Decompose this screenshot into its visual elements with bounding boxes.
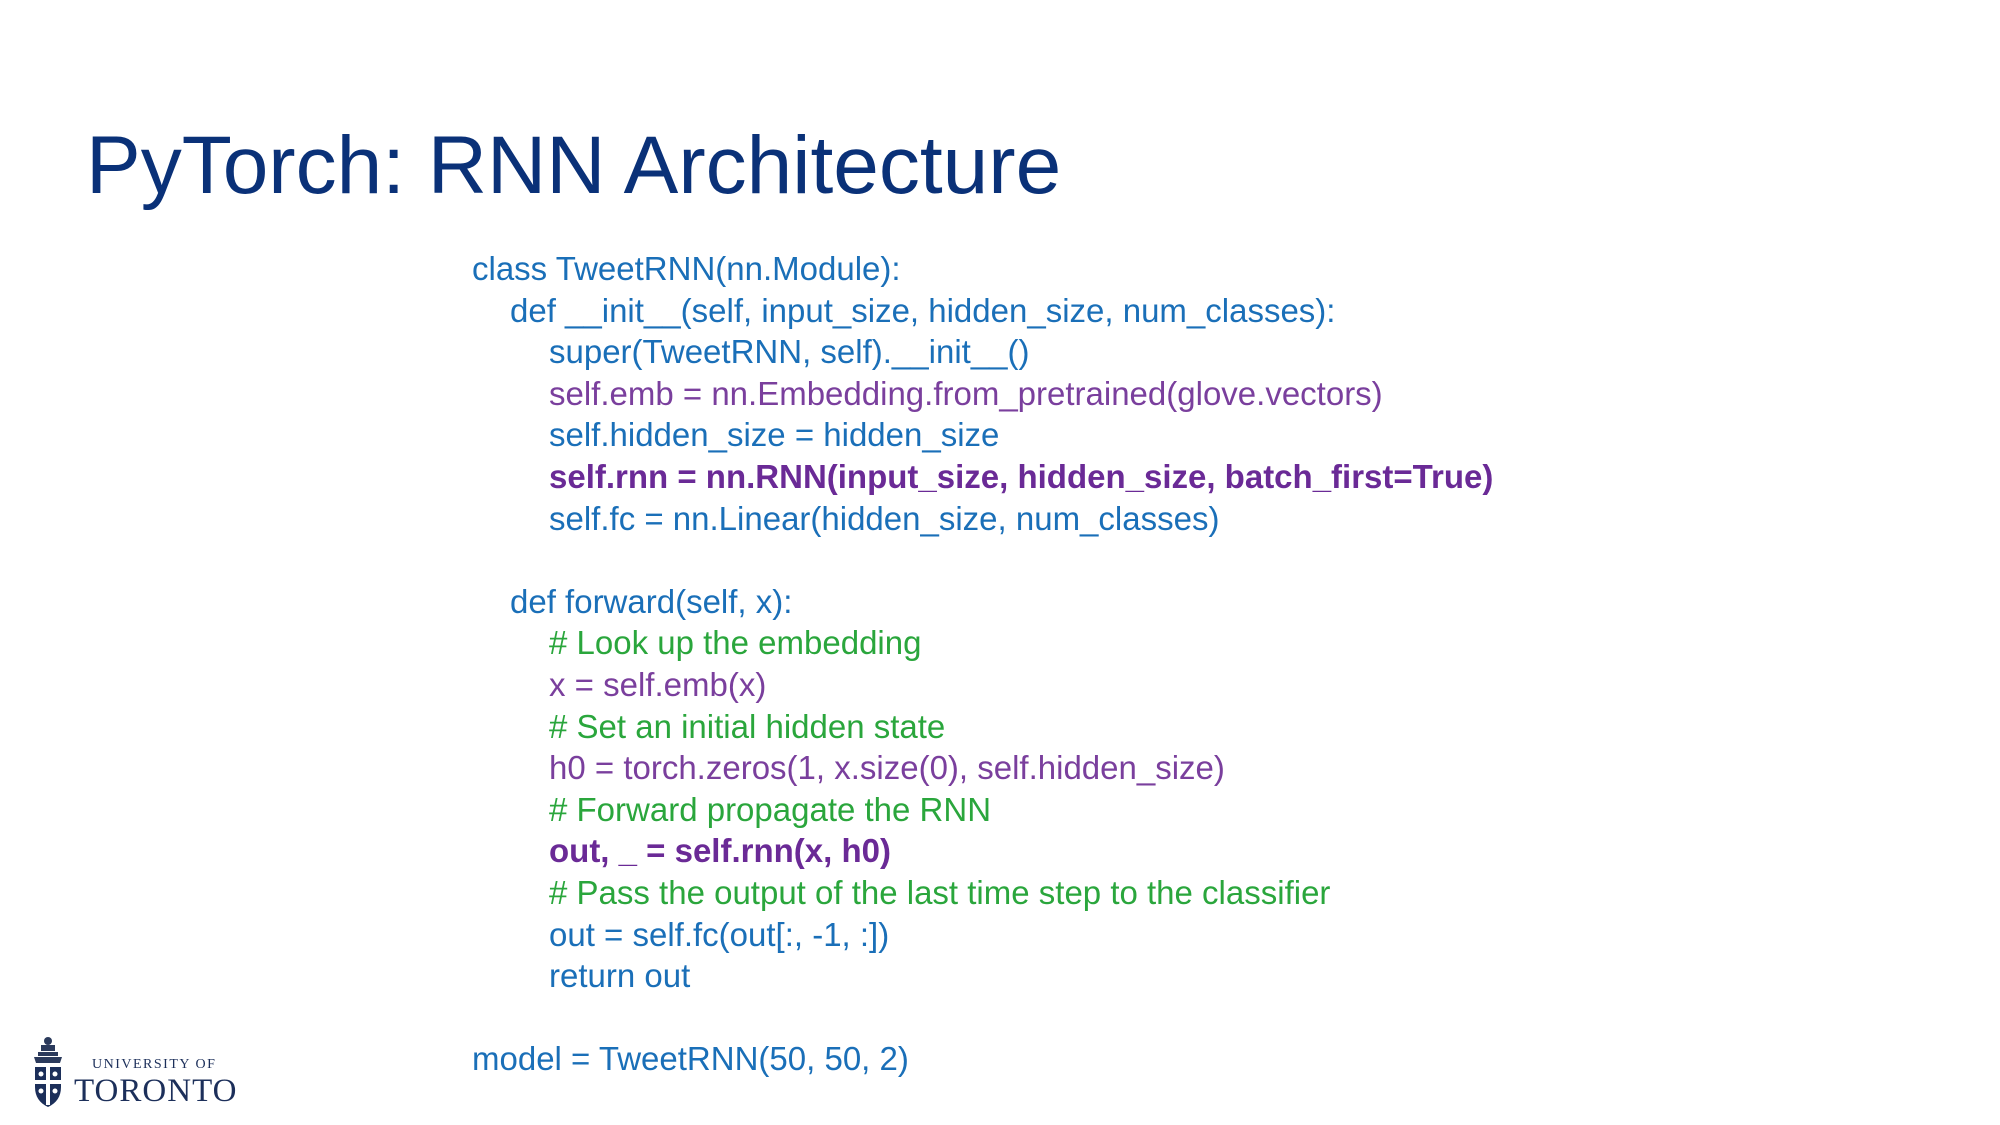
code-line: self.emb = nn.Embedding.from_pretrained(… [549,374,1383,412]
university-crest-icon [34,1037,62,1107]
code-line: def __init__(self, input_size, hidden_si… [510,291,1336,329]
code-line: h0 = torch.zeros(1, x.size(0), self.hidd… [549,749,1225,787]
code-line [472,539,1772,581]
code-block: class TweetRNN(nn.Module): def __init__(… [472,248,1772,1080]
code-line [472,997,1772,1039]
code-line: out = self.fc(out[:, -1, :]) [549,915,890,953]
code-line: super(TweetRNN, self).__init__() [549,333,1030,371]
slide-title: PyTorch: RNN Architecture [86,120,1062,211]
code-line: # Pass the output of the last time step … [549,873,1331,911]
code-line: x = self.emb(x) [549,665,767,703]
code-line: self.hidden_size = hidden_size [549,416,1000,454]
code-line: self.rnn = nn.RNN(input_size, hidden_siz… [549,457,1494,495]
code-line: # Look up the embedding [549,624,922,662]
code-line: def forward(self, x): [510,582,793,620]
university-logo: UNIVERSITY OF TORONTO [30,1035,250,1115]
code-line: # Forward propagate the RNN [549,790,992,828]
code-line: model = TweetRNN(50, 50, 2) [472,1040,909,1078]
code-line: # Set an initial hidden state [549,707,946,745]
code-line: self.fc = nn.Linear(hidden_size, num_cla… [549,499,1220,537]
code-line: class TweetRNN(nn.Module): [472,250,901,287]
logo-text-toronto: TORONTO [74,1073,238,1109]
code-line: out, _ = self.rnn(x, h0) [549,832,891,870]
code-line: return out [549,957,691,995]
logo-text-university-of: UNIVERSITY OF [92,1057,217,1072]
